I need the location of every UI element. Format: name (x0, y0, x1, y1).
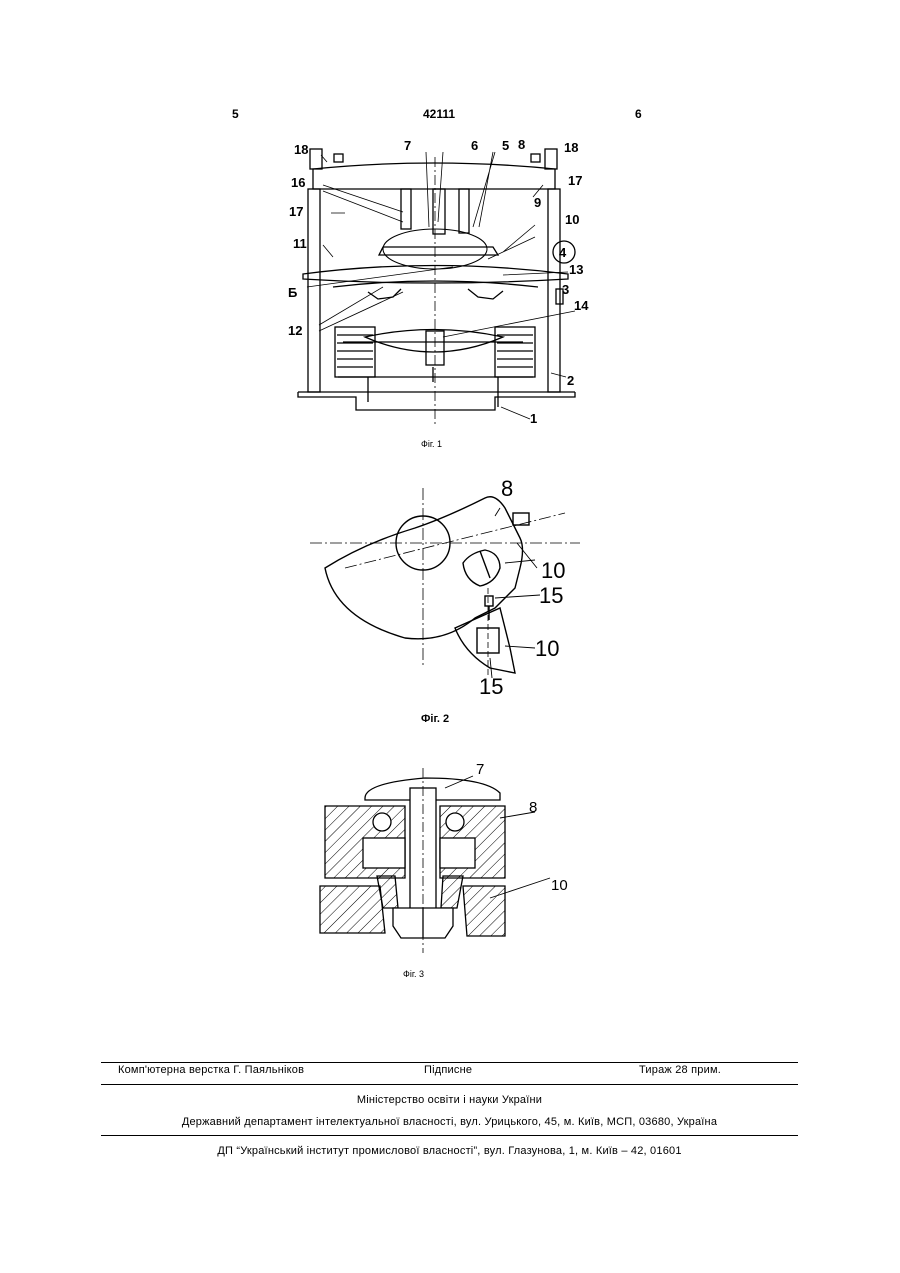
footer-signed: Підписне (424, 1064, 472, 1076)
fig2-label-15-lower: 15 (479, 674, 503, 699)
page-number-right: 6 (635, 107, 642, 121)
fig1-label-6: 6 (471, 138, 478, 153)
figure-3: 7 8 10 Фіг. 3 (305, 748, 585, 988)
figure-1-caption: Фіг. 1 (421, 439, 442, 449)
fig1-label-12: 12 (288, 323, 302, 338)
figure-2-drawing: 8 10 15 10 15 (305, 468, 590, 733)
fig3-label-7: 7 (476, 761, 484, 778)
footer-typesetting: Комп'ютерна верстка Г. Паяльніков (118, 1064, 304, 1076)
footer-institute: ДП “Український інститут промислової вла… (101, 1145, 798, 1157)
footer-circulation: Тираж 28 прим. (639, 1064, 721, 1076)
page-number-left: 5 (232, 107, 239, 121)
fig1-label-17-left: 17 (289, 204, 303, 219)
patent-number: 42111 (423, 107, 455, 121)
fig1-label-7: 7 (404, 138, 411, 153)
fig1-label-13: 13 (569, 262, 583, 277)
footer-rule-middle (101, 1084, 798, 1085)
fig3-label-10: 10 (551, 877, 568, 894)
fig1-label-b: Б (288, 285, 297, 300)
fig1-label-4: 4 (559, 245, 567, 260)
fig2-label-10-upper: 10 (541, 558, 565, 583)
fig1-label-5: 5 (502, 138, 509, 153)
figure-2-caption: Фіг. 2 (421, 713, 449, 725)
fig1-label-16: 16 (291, 175, 305, 190)
figure-1: 18 7 6 5 8 18 16 17 17 9 10 11 4 13 Б 3 … (283, 127, 608, 457)
fig1-label-11: 11 (293, 236, 307, 251)
figure-1-drawing: 18 7 6 5 8 18 16 17 17 9 10 11 4 13 Б 3 … (283, 127, 608, 457)
footer-rule-top (101, 1062, 798, 1063)
fig1-label-18-right: 18 (564, 140, 578, 155)
fig3-label-8: 8 (529, 799, 537, 816)
fig1-label-8: 8 (518, 137, 525, 152)
fig2-label-8: 8 (501, 476, 513, 501)
fig1-label-10: 10 (565, 212, 579, 227)
fig2-label-15-upper: 15 (539, 583, 563, 608)
fig1-label-2: 2 (567, 373, 574, 388)
fig1-label-18-left: 18 (294, 142, 308, 157)
fig1-label-9: 9 (534, 195, 541, 210)
fig1-label-1: 1 (530, 411, 537, 426)
figure-2: 8 10 15 10 15 Фіг. 2 (305, 468, 590, 733)
fig1-label-17-right: 17 (568, 173, 582, 188)
footer-rule-bottom (101, 1135, 798, 1136)
footer-ministry: Міністерство освіти і науки України (101, 1094, 798, 1106)
fig1-label-14: 14 (574, 298, 589, 313)
fig2-label-10-lower: 10 (535, 636, 559, 661)
figure-3-caption: Фіг. 3 (403, 969, 424, 979)
fig1-label-3: 3 (562, 282, 569, 297)
figure-3-drawing: 7 8 10 (305, 748, 585, 988)
footer-department: Державний департамент інтелектуальної вл… (101, 1116, 798, 1128)
